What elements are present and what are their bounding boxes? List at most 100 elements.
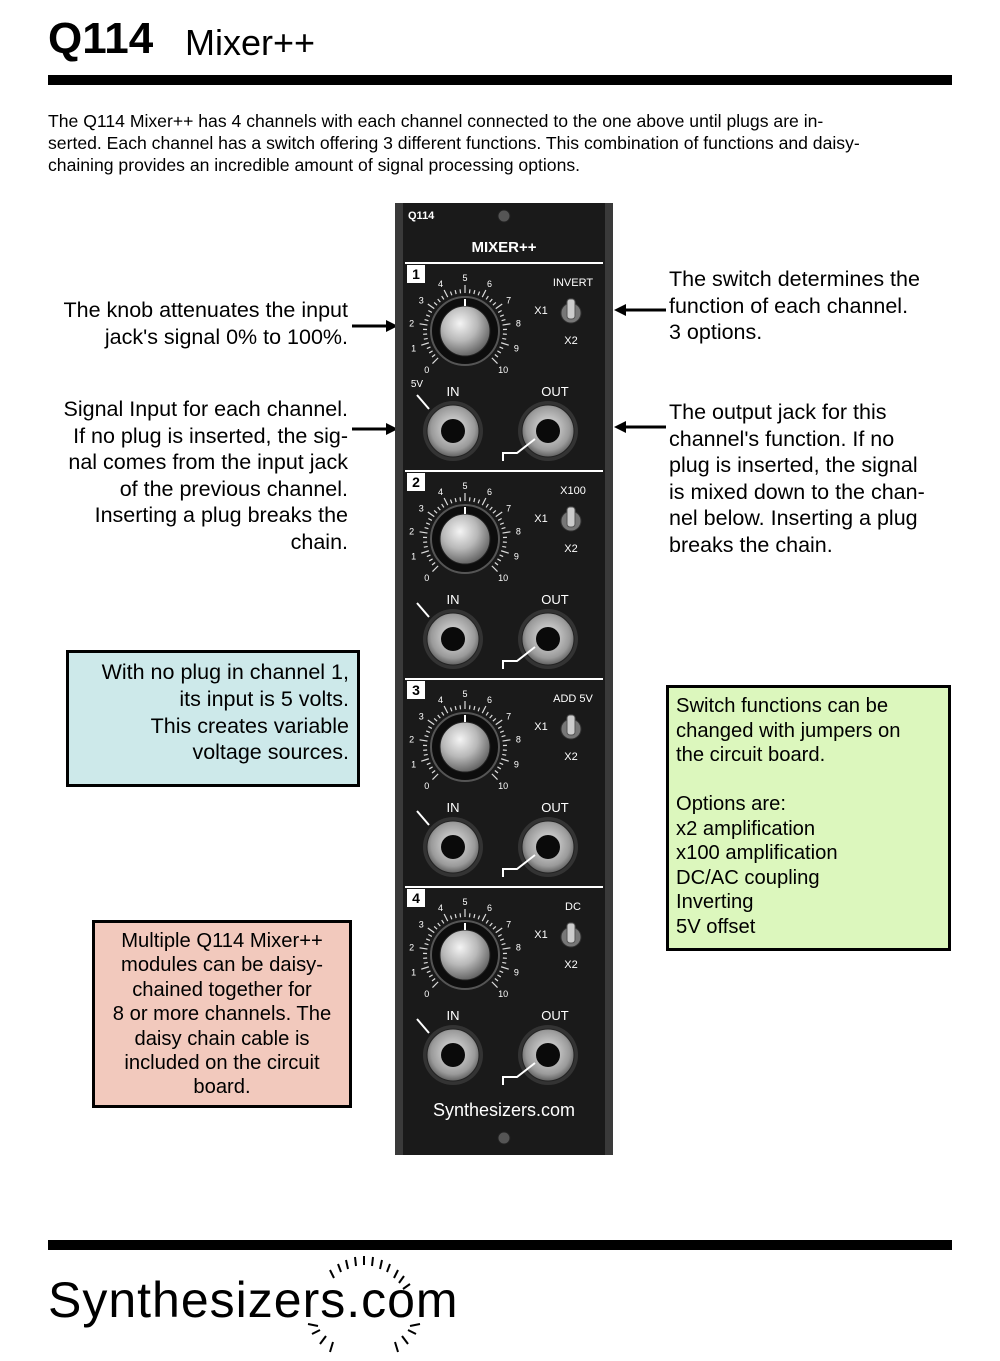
knob-tick — [502, 531, 511, 534]
knob-tick — [477, 915, 481, 920]
annotation-line: The switch determines the — [669, 267, 920, 291]
knob-tick — [433, 926, 438, 930]
knob-scale-label: 4 — [438, 695, 443, 705]
knob-tick — [491, 773, 498, 780]
box-line: x2 amplification — [676, 817, 816, 840]
toggle-lever-icon — [566, 922, 576, 944]
knob-tick — [454, 290, 457, 295]
panel-screw-icon — [497, 209, 511, 223]
knob-scale-label: 9 — [514, 552, 519, 562]
toggle-lever-icon — [566, 714, 576, 736]
knob-scale-label: 7 — [506, 711, 511, 721]
knob-tick — [424, 735, 429, 738]
jack-hole — [441, 1043, 465, 1067]
knob-tick — [497, 974, 502, 978]
knob-tick — [441, 711, 445, 716]
knob-scale-label: 10 — [498, 781, 508, 791]
knob-tick — [443, 913, 449, 922]
knob-scale-label: 10 — [498, 989, 508, 999]
knob-tick — [492, 302, 497, 306]
knob-tick — [423, 753, 428, 756]
box-line: Switch functions can be — [676, 695, 889, 717]
header-rule — [48, 75, 952, 85]
knob-tick — [428, 517, 433, 521]
toggle-lever-icon — [566, 506, 576, 528]
knob-tick — [441, 919, 445, 924]
box-line: modules can be daisy- — [121, 954, 323, 977]
knob-tick — [499, 554, 504, 558]
switch-top-label: ADD 5V — [553, 693, 593, 705]
knob-scale-label: 1 — [411, 552, 416, 562]
knob-scale-label: 7 — [506, 503, 511, 513]
footer-brand-logo: Synthesizers.com — [48, 1272, 459, 1328]
panel-model-label: Q114 — [408, 210, 435, 222]
output-jack-label: OUT — [541, 592, 569, 607]
switch-mid-label: X1 — [534, 305, 547, 317]
knob-scale-label: 2 — [409, 735, 414, 745]
knob-tick — [419, 323, 428, 326]
knob-tick — [449, 915, 453, 920]
knob-scale-label: 0 — [424, 365, 429, 375]
daisy-chain-note-box: Multiple Q114 Mixer++ modules can be dai… — [92, 920, 352, 1108]
knob-scale-label: 1 — [411, 968, 416, 978]
knob-tick — [428, 725, 433, 729]
knob-tick — [497, 933, 502, 937]
channel-number-box — [407, 681, 425, 699]
knob-tick — [426, 346, 431, 350]
knob-tick — [495, 927, 503, 934]
knob-tick — [489, 506, 493, 511]
knob-tick — [477, 707, 481, 712]
knob-tick — [494, 770, 499, 774]
output-flow-arrow-icon — [502, 646, 536, 669]
channel1-note-box: With no plug in channel 1, its input is … — [66, 650, 360, 787]
knob-tick — [485, 919, 489, 924]
model-title: Q114 — [48, 14, 154, 63]
knob-tick — [421, 342, 430, 346]
panel-right-rail — [605, 203, 613, 1155]
knob-tick — [473, 914, 476, 919]
annotation-line: The output jack for this — [669, 400, 887, 424]
knob-scale-label: 8 — [516, 735, 521, 745]
knob-tick — [501, 319, 506, 322]
knob-tick — [491, 357, 498, 364]
knob-tick — [494, 354, 499, 358]
box-line: x100 amplification — [676, 842, 838, 864]
annotation-line: If no plug is inserted, the sig- — [73, 423, 348, 448]
knob-scale-label: 1 — [411, 344, 416, 354]
knob-tick — [432, 981, 439, 988]
knob-tick — [454, 914, 457, 919]
knob-scale-label: 4 — [438, 487, 443, 497]
knob-tick — [492, 926, 497, 930]
knob-tick — [449, 707, 453, 712]
input-jack-label: IN — [447, 592, 460, 607]
panel-left-rail — [395, 203, 403, 1155]
knob-tick — [492, 718, 497, 722]
knob-tick — [502, 337, 507, 340]
knob-tick — [454, 498, 457, 503]
knob-scale-label: 9 — [514, 344, 519, 354]
jack-hole — [536, 1043, 560, 1067]
knob-scale-label: 7 — [506, 919, 511, 929]
channel-number-box — [407, 889, 425, 907]
output-arrow-icon — [614, 421, 666, 433]
box-line: With no plug in channel 1, — [101, 660, 349, 684]
switch-top-label: INVERT — [553, 277, 593, 289]
knob-tick — [421, 966, 430, 970]
knob-tick — [501, 943, 506, 946]
knob-scale-label: 5 — [462, 273, 467, 283]
knob-tick — [428, 350, 433, 354]
knob-tick — [502, 323, 511, 326]
knob-tick — [491, 981, 498, 988]
knob-scale-label: 5 — [462, 689, 467, 699]
annotation-line: plug is inserted, the signal — [669, 453, 918, 478]
knob-tick — [501, 527, 506, 530]
intro-paragraph: The Q114 Mixer++ has 4 channels with eac… — [48, 110, 958, 176]
knob-tick — [500, 342, 509, 346]
annotation-line: breaks the chain. — [669, 532, 833, 557]
knob-tick — [449, 499, 453, 504]
knob-tick — [501, 735, 506, 738]
output-flow-arrow-icon — [502, 438, 536, 461]
knob-tick — [497, 517, 502, 521]
